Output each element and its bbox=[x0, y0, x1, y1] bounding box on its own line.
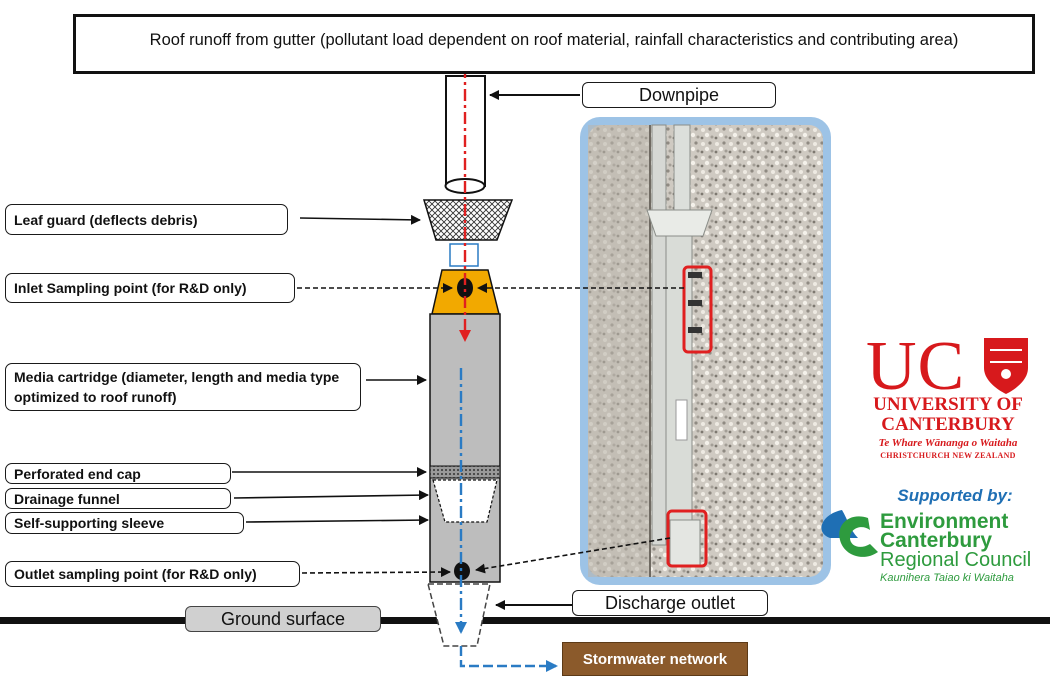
leaf-guard bbox=[422, 199, 514, 241]
environment-canterbury-logo: Environment Canterbury Regional Council … bbox=[814, 508, 1036, 598]
outlet-sampling-label: Outlet sampling point (for R&D only) bbox=[5, 561, 300, 587]
sleeve-arrow bbox=[245, 515, 429, 526]
self-supporting-sleeve-label: Self-supporting sleeve bbox=[5, 512, 244, 534]
leaf-guard-label: Leaf guard (deflects debris) bbox=[5, 204, 288, 235]
ecan-tagline: Kaunihera Taiao ki Waitaha bbox=[880, 572, 1014, 584]
ground-line bbox=[0, 617, 1050, 624]
media-cartridge-label: Media cartridge (diameter, length and me… bbox=[5, 363, 361, 411]
uc-crest-icon bbox=[984, 338, 1028, 394]
treated-flow-to-network bbox=[459, 646, 558, 672]
ecan-line2: Canterbury bbox=[880, 529, 993, 552]
uc-name-line2: CANTERBURY bbox=[881, 414, 1015, 435]
photo-inlet-highlight bbox=[682, 265, 713, 354]
ground-surface-label: Ground surface bbox=[185, 606, 381, 632]
drainage-funnel bbox=[432, 479, 498, 523]
uc-city: CHRISTCHURCH NEW ZEALAND bbox=[880, 451, 1016, 460]
inlet-sampling-point bbox=[457, 278, 473, 298]
funnel-arrow bbox=[233, 490, 429, 501]
outlet-sampling-arrow bbox=[301, 567, 451, 578]
stormwater-network-label: Stormwater network bbox=[562, 642, 748, 676]
media-cartridge bbox=[429, 313, 501, 583]
downpipe-label: Downpipe bbox=[582, 82, 776, 108]
uc-maori-name: Te Whare Wānanga o Waitaha bbox=[878, 437, 1018, 449]
supported-by-label: Supported by: bbox=[897, 486, 1013, 505]
ecan-swoosh-icon bbox=[821, 510, 878, 557]
uc-initials: UC bbox=[866, 328, 966, 405]
roof-runoff-title: Roof runoff from gutter (pollutant load … bbox=[73, 14, 1035, 74]
inlet-sampling-label: Inlet Sampling point (for R&D only) bbox=[5, 273, 295, 303]
installation-photo bbox=[580, 117, 831, 585]
university-of-canterbury-logo: UC UNIVERSITY OF CANTERBURY Te Whare Wān… bbox=[862, 328, 1034, 467]
ecan-line1: Environment bbox=[880, 510, 1009, 533]
photo-outlet-arrow bbox=[475, 537, 671, 574]
discharge-outlet-label: Discharge outlet bbox=[572, 590, 768, 616]
uc-name-line1: UNIVERSITY OF bbox=[873, 394, 1023, 415]
leaf-guard-arrow bbox=[299, 214, 421, 225]
ecan-line3: Regional Council bbox=[880, 549, 1032, 571]
discharge-outlet bbox=[427, 583, 491, 647]
perforated-end-cap-label: Perforated end cap bbox=[5, 463, 231, 484]
perforated-end-cap bbox=[429, 465, 501, 479]
drainage-funnel-label: Drainage funnel bbox=[5, 488, 231, 509]
